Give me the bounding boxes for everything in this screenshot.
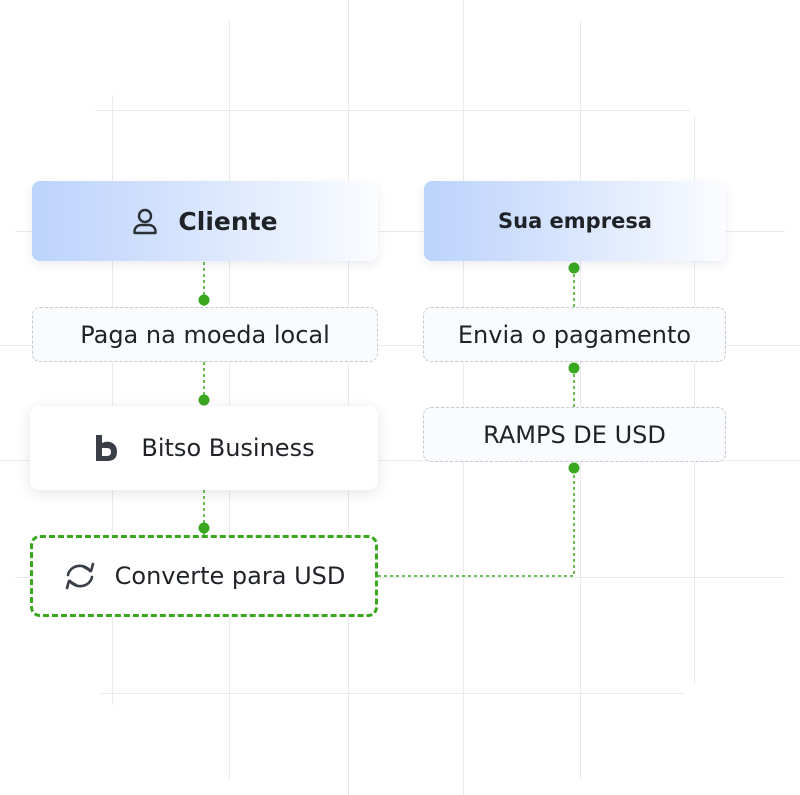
bitso-business-card: Bitso Business [30, 406, 378, 490]
connector-dot [568, 462, 580, 474]
cliente-header-label: Cliente [178, 206, 278, 236]
step-ramps-label: RAMPS DE USD [483, 420, 666, 449]
grid-line [15, 577, 785, 578]
sua-empresa-header-label: Sua empresa [498, 209, 652, 233]
grid-line [0, 345, 800, 346]
refresh-icon [63, 562, 97, 590]
connector-dot [568, 362, 580, 374]
connector-dot [198, 394, 210, 406]
connector-dot [198, 522, 210, 534]
bitso-business-label: Bitso Business [141, 434, 315, 462]
grid-line [100, 693, 685, 694]
bitso-logo-icon [93, 434, 119, 462]
sua-empresa-header: Sua empresa [424, 181, 726, 261]
grid-line [0, 460, 800, 461]
step-send-label: Envia o pagamento [457, 320, 692, 349]
connector-dot [568, 262, 580, 274]
grid-line [580, 20, 581, 780]
grid-line [694, 115, 695, 685]
connector-convert-ramps [378, 468, 575, 577]
step-send-payment: Envia o pagamento [423, 307, 726, 362]
grid-line [348, 0, 349, 795]
grid-line [229, 20, 230, 780]
step-pay-label: Paga na moeda local [80, 320, 330, 349]
step-convert-label: Converte para USD [114, 562, 346, 590]
grid-line [95, 110, 690, 111]
grid-line [15, 231, 785, 232]
cliente-header: Cliente [32, 181, 378, 261]
step-usd-ramps: RAMPS DE USD [423, 407, 726, 462]
step-convert-usd: Converte para USD [30, 535, 378, 617]
user-icon [132, 207, 158, 235]
step-pay-local-currency: Paga na moeda local [32, 307, 378, 362]
connector-dot [198, 294, 210, 306]
grid-line [463, 0, 464, 795]
grid-line [112, 95, 113, 705]
